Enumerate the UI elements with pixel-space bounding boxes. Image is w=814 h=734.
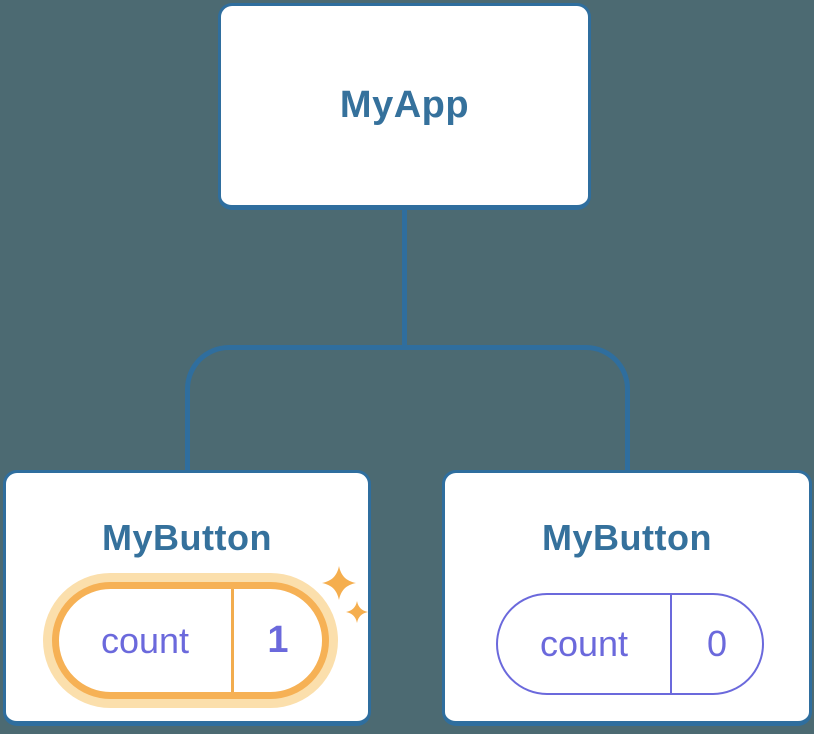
sparkle-icon-small	[346, 601, 368, 623]
state-pill-highlighted: count 1	[52, 582, 329, 699]
component-node-mybutton-1: MyButton count 1	[3, 470, 371, 726]
state-value: 0	[706, 623, 728, 664]
component-node-myapp: MyApp	[218, 3, 591, 210]
component-node-mybutton-2: MyButton count 0	[442, 470, 812, 726]
component-label-mybutton-1: MyButton	[102, 517, 272, 558]
pill-divider	[231, 589, 234, 692]
state-value: 1	[267, 619, 289, 661]
component-label-mybutton-2: MyButton	[542, 517, 712, 558]
state-pill-plain: count 0	[496, 593, 764, 695]
state-key-label: count	[100, 619, 190, 661]
component-label-myapp: MyApp	[339, 84, 470, 126]
connector-root-stem	[402, 210, 407, 350]
pill-divider	[670, 595, 672, 693]
connector-branch-bracket	[185, 345, 630, 470]
sparkle-icon-large	[322, 566, 356, 600]
state-key-label: count	[539, 623, 629, 664]
